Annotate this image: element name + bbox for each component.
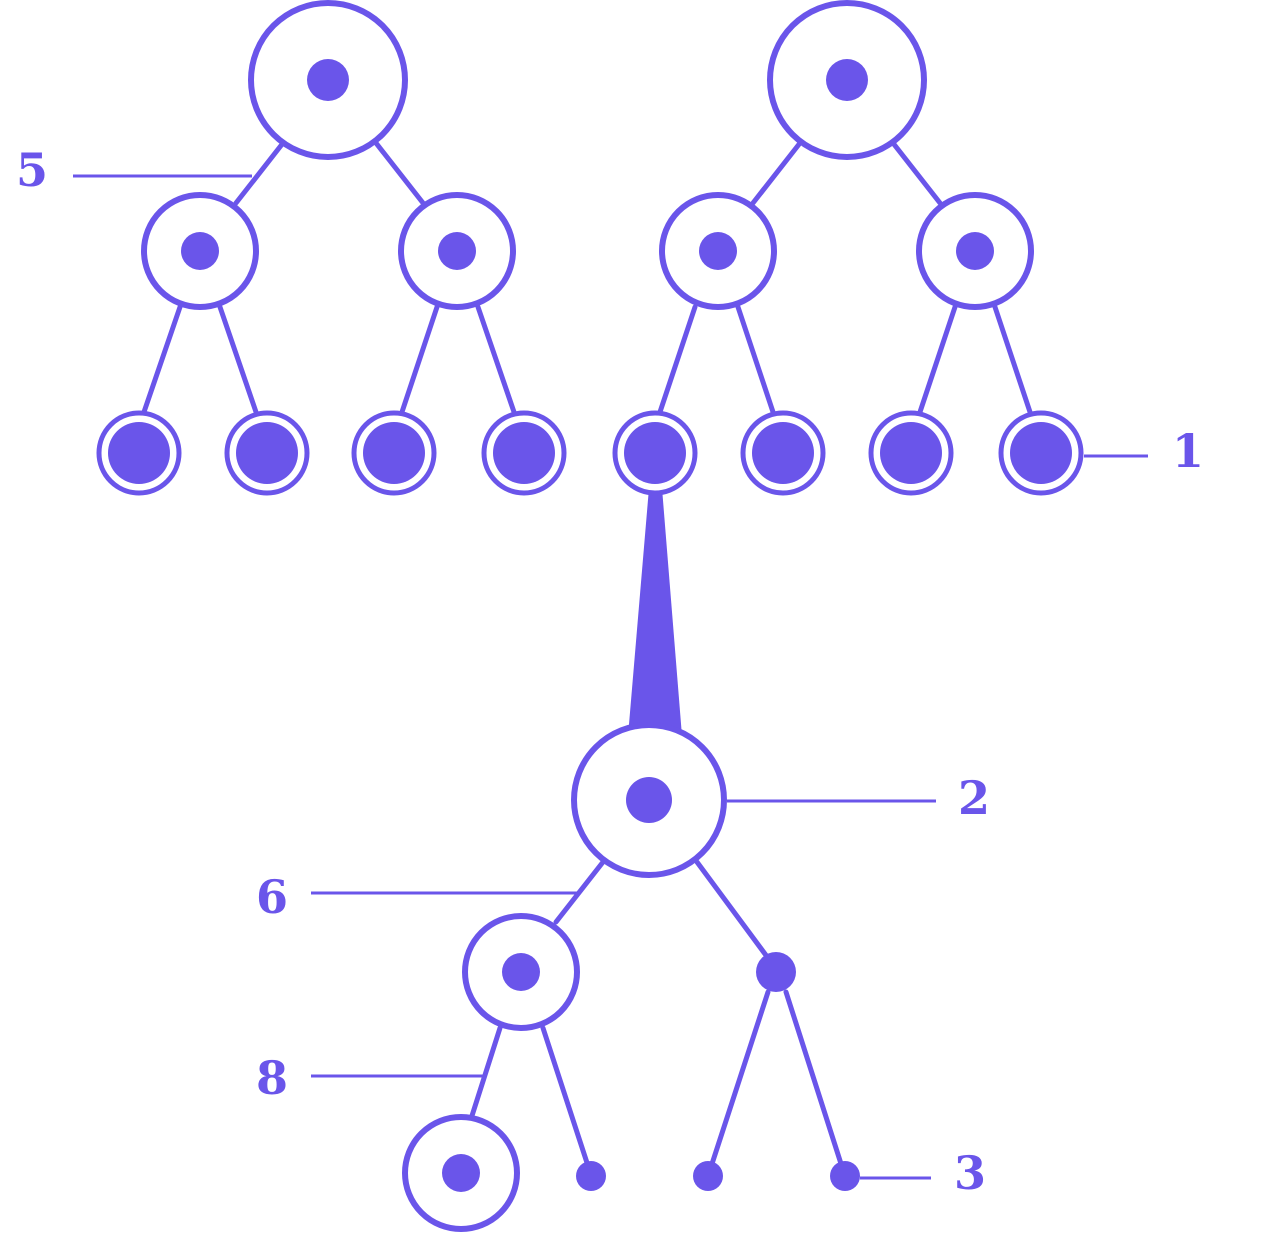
ring-node-medium <box>141 192 259 310</box>
edge <box>373 140 426 206</box>
leaf-node <box>868 410 954 496</box>
edge <box>917 304 958 415</box>
edges <box>141 140 1033 1175</box>
leaf-core <box>108 422 170 484</box>
nodes <box>96 0 1084 1232</box>
edge <box>540 1025 593 1175</box>
node-center-dot <box>826 59 868 101</box>
callout-label-1: 1 <box>1172 424 1204 478</box>
edge <box>735 304 776 415</box>
node-center-dot <box>442 1154 480 1192</box>
leader-lines <box>73 174 1148 1180</box>
callout-labels: 5 1 2 6 8 3 <box>16 143 1204 1200</box>
edge <box>553 859 606 925</box>
leaf-node <box>224 410 310 496</box>
leaf-node <box>740 410 826 496</box>
node-center-dot <box>626 777 672 823</box>
ring-node-large <box>767 0 927 160</box>
ring-node-medium <box>402 1114 520 1232</box>
edge <box>657 304 698 415</box>
node-center-dot <box>181 232 219 270</box>
callout-label-6: 6 <box>256 870 288 924</box>
ring-node-medium <box>462 913 580 1031</box>
edge <box>141 304 183 415</box>
edge <box>694 859 771 961</box>
solid-dot <box>693 1161 723 1191</box>
node-center-dot <box>438 232 476 270</box>
edge <box>467 1025 503 1125</box>
edge <box>217 304 259 415</box>
edge <box>233 140 286 206</box>
leaf-core <box>752 422 814 484</box>
callout-label-3: 3 <box>954 1146 986 1200</box>
edge <box>783 989 846 1173</box>
leaf-node <box>612 410 698 496</box>
node-center-dot <box>502 953 540 991</box>
leaf-node <box>96 410 182 496</box>
ring-node-large <box>571 722 727 878</box>
ring-node-medium <box>398 192 516 310</box>
leaf-core <box>363 422 425 484</box>
node-center-dot <box>699 232 737 270</box>
callout-label-2: 2 <box>958 771 990 825</box>
edge <box>750 140 803 206</box>
ring-node-medium <box>659 192 777 310</box>
leaf-core <box>236 422 298 484</box>
edge <box>992 304 1033 415</box>
leaf-node <box>351 410 437 496</box>
edge <box>707 989 771 1173</box>
leaf-core <box>493 422 555 484</box>
leaf-core <box>624 422 686 484</box>
leaf-core <box>1010 422 1072 484</box>
node-center-dot <box>307 59 349 101</box>
ring-node-large <box>248 0 408 160</box>
solid-dot <box>830 1161 860 1191</box>
edge <box>890 140 943 206</box>
solid-dot <box>756 952 796 992</box>
callout-label-5: 5 <box>16 143 48 197</box>
edge <box>475 304 517 415</box>
leaf-core <box>880 422 942 484</box>
callout-label-8: 8 <box>256 1051 288 1105</box>
solid-dot <box>576 1161 606 1191</box>
ring-node-medium <box>916 192 1034 310</box>
node-center-dot <box>956 232 994 270</box>
leaf-node <box>481 410 567 496</box>
edge <box>399 304 440 415</box>
tapered-connector <box>628 488 682 736</box>
leaf-node <box>998 410 1084 496</box>
